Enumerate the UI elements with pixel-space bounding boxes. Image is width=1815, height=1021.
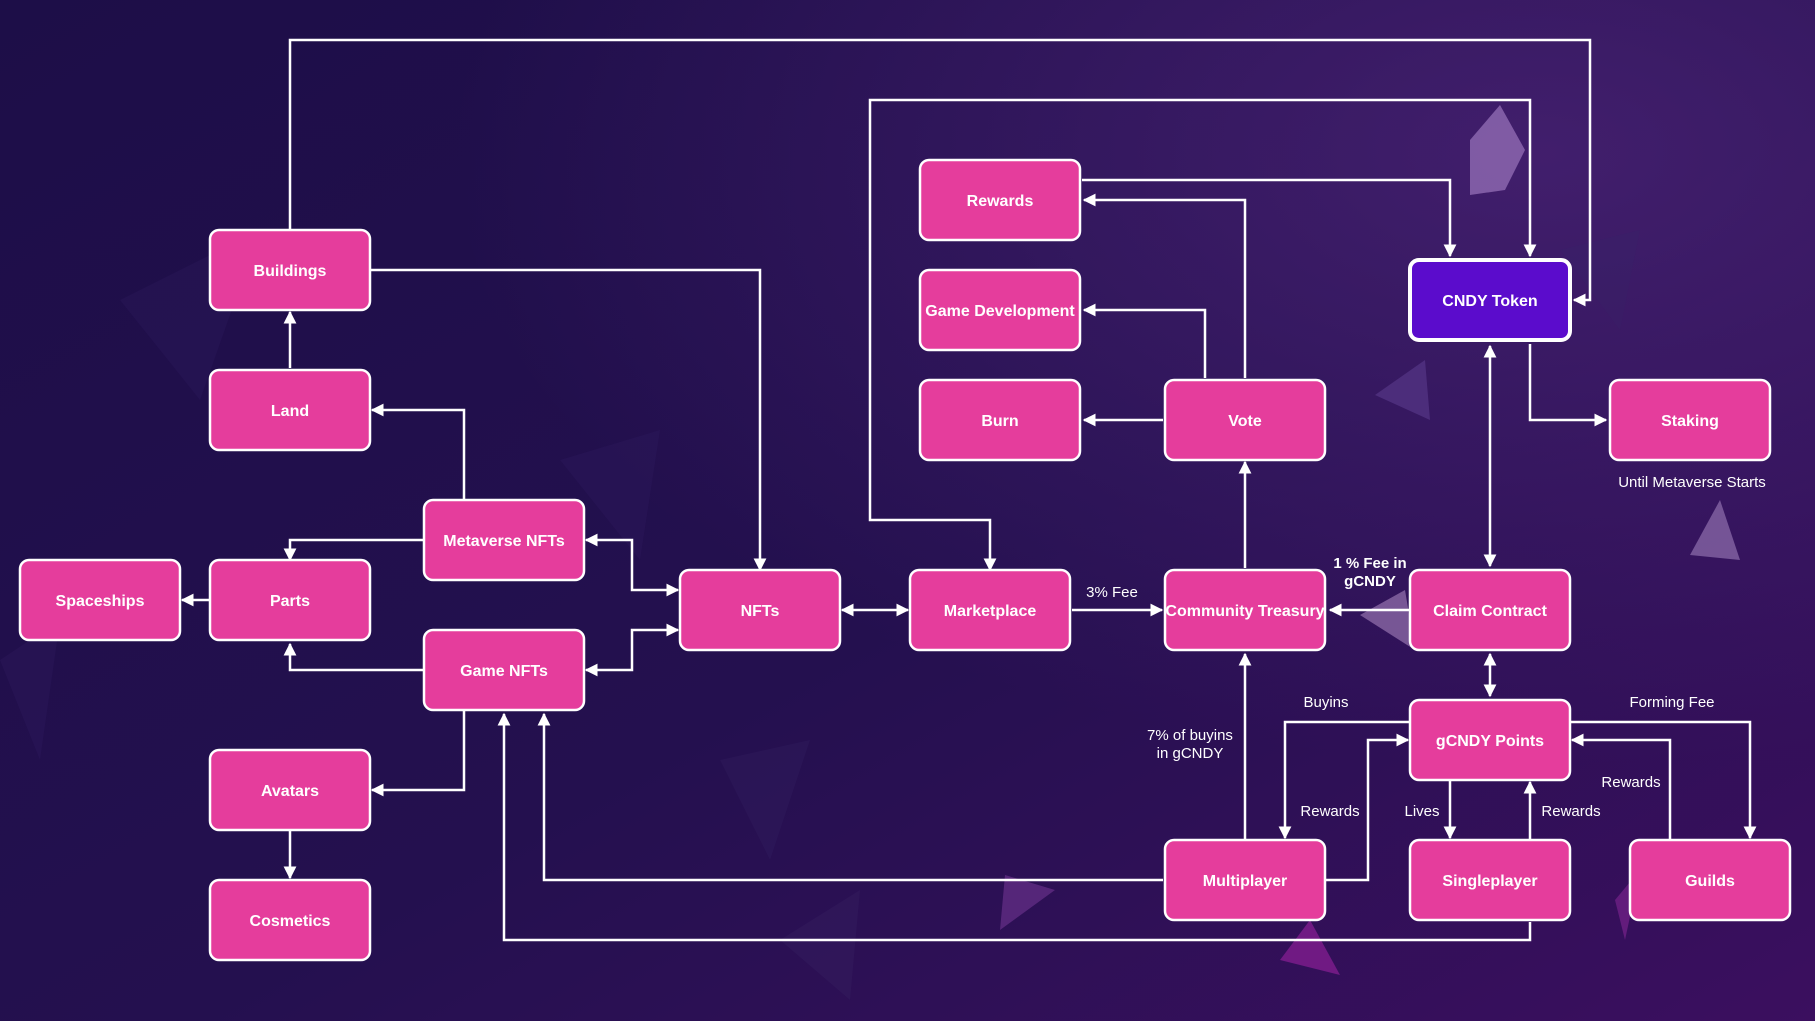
node-cndy-token-label: CNDY Token bbox=[1442, 293, 1537, 310]
node-game-development-label: Game Development bbox=[925, 303, 1075, 320]
node-guilds[interactable]: Guilds bbox=[1628, 838, 1792, 922]
node-guilds-label: Guilds bbox=[1685, 873, 1735, 890]
label-rewards-guilds: Rewards bbox=[1601, 774, 1660, 791]
node-game-development[interactable]: Game Development bbox=[918, 268, 1082, 352]
label-buyins: Buyins bbox=[1303, 694, 1348, 711]
label-until-metaverse: Until Metaverse Starts bbox=[1618, 474, 1766, 491]
node-singleplayer-label: Singleplayer bbox=[1442, 873, 1537, 890]
edge-gamenfts-parts bbox=[283, 642, 424, 672]
edge-vote-rewards bbox=[1082, 193, 1247, 378]
node-gcndy-points[interactable]: gCNDY Points bbox=[1408, 698, 1572, 782]
node-avatars-label: Avatars bbox=[261, 783, 319, 800]
edge-cndy-staking bbox=[1528, 344, 1608, 427]
node-vote[interactable]: Vote bbox=[1163, 378, 1327, 462]
edge-metaverse-nfts bbox=[584, 533, 680, 597]
node-burn[interactable]: Burn bbox=[918, 378, 1082, 462]
node-gcndy-points-label: gCNDY Points bbox=[1436, 733, 1544, 750]
node-cosmetics[interactable]: Cosmetics bbox=[208, 878, 372, 962]
edge-gcndy-guilds bbox=[1570, 720, 1757, 840]
node-buildings-label: Buildings bbox=[254, 263, 327, 280]
edge-vote-gamedev bbox=[1082, 303, 1207, 378]
label-buyins7-line2: in gCNDY bbox=[1157, 745, 1224, 762]
edge-gamenfts-avatars bbox=[370, 710, 466, 797]
edge-buildings-nfts bbox=[370, 268, 767, 572]
node-community-treasury-label: Community Treasury bbox=[1165, 603, 1324, 620]
label-forming-fee: Forming Fee bbox=[1629, 694, 1714, 711]
label-buyins7-line1: 7% of buyins bbox=[1147, 727, 1233, 744]
edge-gamenfts-nfts bbox=[584, 623, 680, 677]
node-multiplayer[interactable]: Multiplayer bbox=[1163, 838, 1327, 922]
node-nfts-label: NFTs bbox=[741, 603, 780, 620]
connectors bbox=[180, 38, 1757, 942]
node-cosmetics-label: Cosmetics bbox=[250, 913, 331, 930]
node-buildings[interactable]: Buildings bbox=[208, 228, 372, 312]
node-vote-label: Vote bbox=[1228, 413, 1262, 430]
node-metaverse-nfts[interactable]: Metaverse NFTs bbox=[422, 498, 586, 582]
node-avatars[interactable]: Avatars bbox=[208, 748, 372, 832]
node-claim-contract[interactable]: Claim Contract bbox=[1408, 568, 1572, 652]
label-fee-1-line2: gCNDY bbox=[1344, 573, 1396, 590]
edge-buildings-cndy bbox=[288, 38, 1592, 307]
label-rewards-multi: Rewards bbox=[1300, 803, 1359, 820]
node-rewards[interactable]: Rewards bbox=[918, 158, 1082, 242]
node-staking-label: Staking bbox=[1661, 413, 1719, 430]
edge-metaverse-parts bbox=[283, 538, 424, 562]
node-parts-label: Parts bbox=[270, 593, 310, 610]
label-fee-1-line1: 1 % Fee in bbox=[1333, 555, 1406, 572]
edge-labels: 3% Fee 1 % Fee in gCNDY Until Metaverse … bbox=[1086, 474, 1766, 820]
node-rewards-label: Rewards bbox=[967, 193, 1034, 210]
edge-singleplayer-gamenfts bbox=[497, 712, 1532, 942]
label-fee-3: 3% Fee bbox=[1086, 584, 1138, 601]
node-staking[interactable]: Staking bbox=[1608, 378, 1772, 462]
node-spaceships-label: Spaceships bbox=[56, 593, 145, 610]
edge-rewards-cndy bbox=[1082, 178, 1457, 258]
node-land[interactable]: Land bbox=[208, 368, 372, 452]
node-metaverse-nfts-label: Metaverse NFTs bbox=[443, 533, 565, 550]
node-parts[interactable]: Parts bbox=[208, 558, 372, 642]
node-cndy-token[interactable]: CNDY Token bbox=[1408, 258, 1572, 342]
node-game-nfts-label: Game NFTs bbox=[460, 663, 548, 680]
edge-multiplayer-gcndy bbox=[1326, 733, 1410, 882]
node-community-treasury[interactable]: Community Treasury bbox=[1163, 568, 1327, 652]
node-marketplace[interactable]: Marketplace bbox=[908, 568, 1072, 652]
edge-marketplace-cndy bbox=[868, 98, 1537, 572]
node-claim-contract-label: Claim Contract bbox=[1433, 603, 1547, 620]
edge-guilds-gcndy bbox=[1570, 733, 1672, 840]
edge-metaverse-land bbox=[370, 403, 466, 500]
node-multiplayer-label: Multiplayer bbox=[1203, 873, 1287, 890]
nodes: Buildings Land Metaverse NFTs Spaceships… bbox=[18, 158, 1792, 962]
node-spaceships[interactable]: Spaceships bbox=[18, 558, 182, 642]
node-marketplace-label: Marketplace bbox=[944, 603, 1037, 620]
node-nfts[interactable]: NFTs bbox=[678, 568, 842, 652]
node-land-label: Land bbox=[271, 403, 309, 420]
label-rewards-single: Rewards bbox=[1541, 803, 1600, 820]
edge-gcndy-multiplayer bbox=[1278, 720, 1410, 840]
node-burn-label: Burn bbox=[981, 413, 1018, 430]
label-lives: Lives bbox=[1404, 803, 1439, 820]
edge-multiplayer-gamenfts bbox=[537, 712, 1163, 882]
node-singleplayer[interactable]: Singleplayer bbox=[1408, 838, 1572, 922]
node-game-nfts[interactable]: Game NFTs bbox=[422, 628, 586, 712]
